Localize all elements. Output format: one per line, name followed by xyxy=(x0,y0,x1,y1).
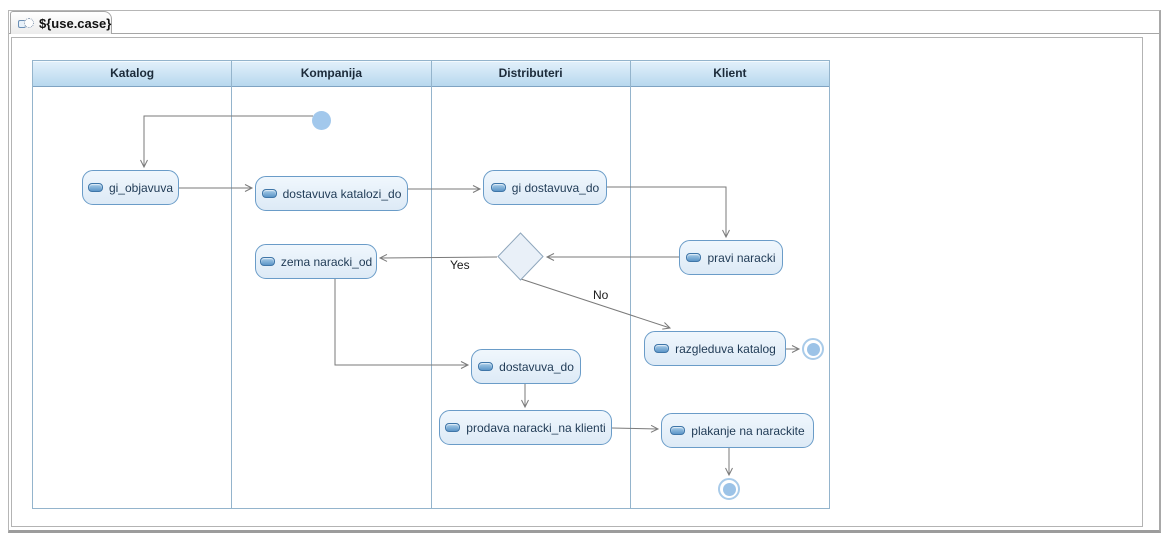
node-dostavuva-katalozi-do[interactable]: dostavuva katalozi_do xyxy=(255,176,408,211)
lane-body-kompanija xyxy=(232,87,431,508)
final-node-razgleduva[interactable] xyxy=(802,338,824,360)
node-label: razgleduva katalog xyxy=(675,341,776,356)
editor-tab[interactable]: ${use.case} xyxy=(10,11,112,34)
node-label: dostavuva katalozi_do xyxy=(282,186,402,201)
node-dostavuva-do[interactable]: dostavuva_do xyxy=(471,349,581,384)
activity-icon xyxy=(490,183,506,192)
lane-body-katalog xyxy=(33,87,232,508)
activity-icon xyxy=(686,253,702,262)
node-label: gi dostavuva_do xyxy=(511,180,600,195)
activity-icon xyxy=(670,426,686,435)
lane-header-klient[interactable]: Klient xyxy=(630,61,829,87)
tab-title: ${use.case} xyxy=(39,15,112,31)
final-node-plakanje[interactable] xyxy=(718,478,740,500)
node-label: gi_objavuva xyxy=(108,180,174,195)
final-node-dot xyxy=(722,482,736,496)
node-prodava-naracki-na-klienti[interactable]: prodava naracki_na klienti xyxy=(439,410,612,445)
edge-label-no: No xyxy=(593,288,609,302)
lane-kompanija: Kompanija xyxy=(232,61,432,508)
activity-icon xyxy=(445,423,461,432)
node-razgleduva-katalog[interactable]: razgleduva katalog xyxy=(644,331,786,366)
lane-katalog: Katalog xyxy=(33,61,233,508)
activity-icon xyxy=(478,362,494,371)
lane-header-distributeri[interactable]: Distributeri xyxy=(431,61,630,87)
edge-label-yes: Yes xyxy=(450,258,470,272)
node-gi-dostavuva-do[interactable]: gi dostavuva_do xyxy=(483,170,607,205)
final-node-dot xyxy=(806,342,820,356)
activity-icon xyxy=(259,257,275,266)
activity-icon xyxy=(87,183,103,192)
node-plakanje-na-narackite[interactable]: plakanje na narackite xyxy=(661,413,814,448)
node-pravi-naracki[interactable]: pravi naracki xyxy=(679,240,783,275)
node-label: dostavuva_do xyxy=(499,359,574,374)
lane-header-kompanija[interactable]: Kompanija xyxy=(232,61,431,87)
node-zema-naracki-od[interactable]: zema naracki_od xyxy=(255,244,377,279)
lane-header-katalog[interactable]: Katalog xyxy=(33,61,232,87)
activity-icon xyxy=(261,189,277,198)
decision-diamond[interactable] xyxy=(497,232,544,281)
activity-icon xyxy=(654,344,670,353)
node-label: zema naracki_od xyxy=(280,254,373,269)
node-label: pravi naracki xyxy=(707,250,776,265)
node-label: prodava naracki_na klienti xyxy=(466,420,606,435)
node-label: plakanje na narackite xyxy=(691,423,805,438)
diagram-canvas[interactable]: Katalog Kompanija Distributeri Klient xyxy=(11,37,1143,527)
editor-window: ${use.case} Katalog Kompanija Distribute… xyxy=(8,10,1161,533)
activity-diagram-icon xyxy=(18,17,34,30)
node-gi-objavuva[interactable]: gi_objavuva xyxy=(82,170,179,205)
editor-tabbar: ${use.case} xyxy=(9,11,1159,34)
initial-node[interactable] xyxy=(312,111,331,130)
